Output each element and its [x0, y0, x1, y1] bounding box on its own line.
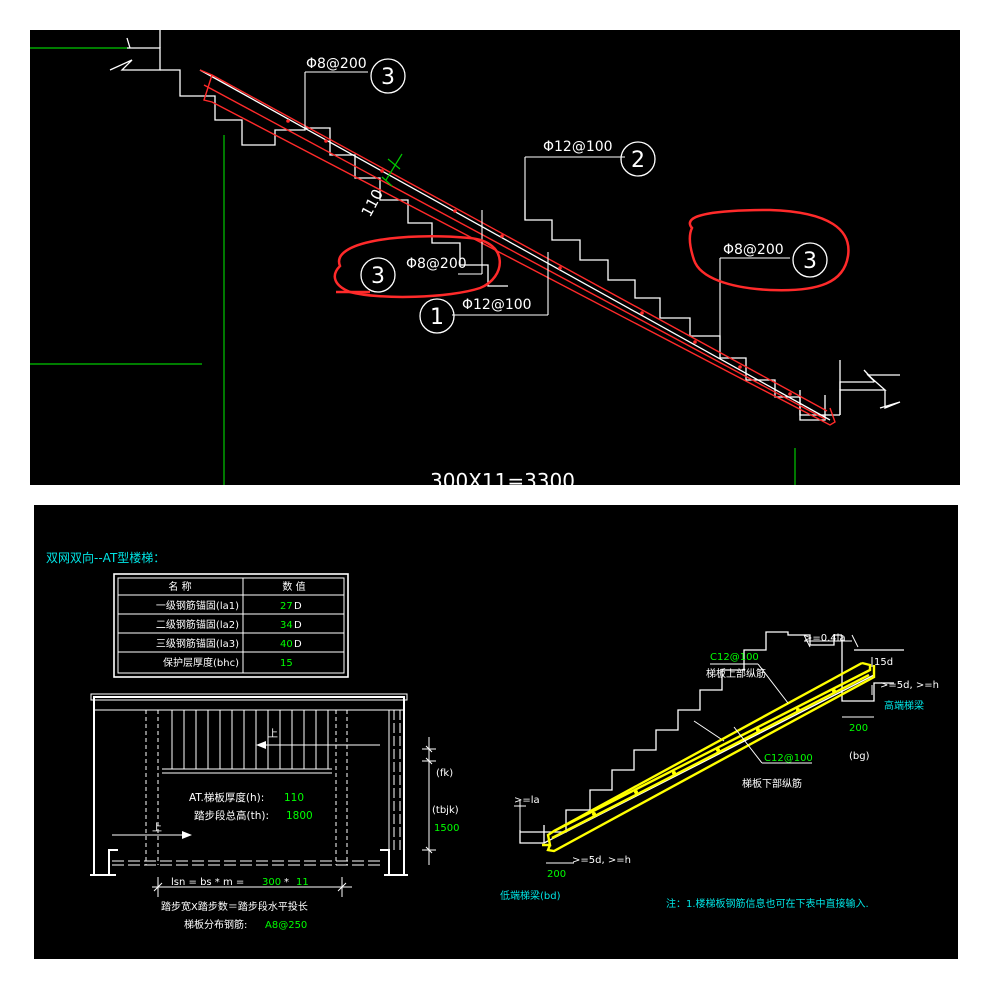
bottom-rebar-spec[interactable]: C12@100	[764, 753, 813, 764]
rebar-dots	[286, 119, 792, 396]
stair-plan-walls	[90, 696, 408, 876]
tbjk-label: (tbjk)	[432, 805, 459, 816]
bg-label: (bg)	[849, 751, 870, 762]
stair-outline	[109, 30, 901, 421]
plan-right-column	[393, 710, 401, 850]
up-label-top: 上	[268, 728, 278, 740]
formula-bs[interactable]: 300	[262, 877, 281, 888]
table-header-value: 数 值	[282, 580, 305, 593]
note-text: 注：1.楼梯板钢筋信息也可在下表中直接输入.	[666, 897, 869, 910]
table-row-unit: D	[294, 601, 302, 612]
stair-plan-lines	[90, 693, 408, 866]
table-row-value[interactable]: 27	[280, 601, 293, 612]
table-row-name: 保护层厚度(bhc)	[163, 656, 239, 669]
anchorage-table	[113, 573, 349, 678]
callout-spec-5: Φ8@200	[723, 242, 784, 258]
callout-num-4: 1	[430, 305, 444, 330]
tbjk-value[interactable]: 1500	[434, 823, 459, 834]
dim-15d: 15d	[874, 657, 893, 668]
top-drawing-panel: 110 3 2 3 1 3 Φ8@200 Φ12@100 Φ8@200 Φ12@…	[30, 30, 960, 485]
dim-04la: >=0.4la	[804, 633, 846, 644]
callout-spec-1: Φ8@200	[306, 56, 367, 72]
at-stair-template: 双网双向--AT型楼梯： 名 称 数 值 一级钢筋锚固(la1) 二级钢筋锚固(…	[46, 550, 939, 931]
formula-m[interactable]: 11	[296, 877, 309, 888]
formula-desc: 踏步宽X踏步数＝踏步段水平投长	[161, 900, 308, 913]
callout-num-1: 3	[381, 65, 395, 90]
up-arrow-top	[256, 741, 266, 749]
bottom-drawing-panel: 双网双向--AT型楼梯： 名 称 数 值 一级钢筋锚固(la1) 二级钢筋锚固(…	[34, 505, 958, 959]
section-dimensions	[514, 634, 874, 864]
red-highlight-marks	[333, 208, 850, 299]
up-label-bottom: 上	[152, 822, 162, 834]
green-axis-lines	[30, 47, 796, 485]
formula-prefix: lsn = bs * m =	[171, 877, 244, 888]
dist-value[interactable]: A8@250	[265, 920, 307, 931]
table-row-name: 一级钢筋锚固(la1)	[156, 599, 239, 612]
table-row-unit: D	[294, 639, 302, 650]
section-yellow-rebar	[542, 661, 876, 853]
callout-num-2: 2	[631, 148, 645, 173]
top-rebar-label: 梯板上部纵筋	[706, 667, 766, 680]
low-beam-label: 低端梯梁(bd)	[500, 889, 561, 902]
callout-spec-4: Φ12@100	[462, 297, 532, 313]
callout-leaders	[304, 71, 790, 340]
slab-reinforcement-red	[199, 69, 836, 426]
table-row-value[interactable]: 40	[280, 639, 293, 650]
span-caption: 300X11=3300	[430, 469, 575, 485]
top-rebar-spec[interactable]: C12@100	[710, 652, 759, 663]
dim-5d-h-bottom: >=5d, >=h	[572, 855, 631, 866]
bottom-rebar-label: 梯板下部纵筋	[742, 777, 802, 790]
dist-label: 梯板分布钢筋:	[184, 918, 247, 931]
table-row-value[interactable]: 15	[280, 658, 293, 669]
table-row-name: 二级钢筋锚固(la2)	[156, 618, 239, 631]
dim-200-high[interactable]: 200	[849, 723, 868, 734]
thickness-label: AT.梯板厚度(h):	[189, 791, 264, 804]
formula-times: *	[284, 877, 289, 888]
callout-circles	[360, 58, 828, 334]
panel-title: 双网双向--AT型楼梯：	[46, 550, 165, 565]
thickness-value[interactable]: 110	[284, 792, 304, 804]
callout-num-3: 3	[371, 264, 385, 289]
table-row-unit: D	[294, 620, 302, 631]
dim-200-low[interactable]: 200	[547, 869, 566, 880]
dim-la: >=la	[514, 795, 540, 806]
table-row-value[interactable]: 34	[280, 620, 293, 631]
top-stair-section: 110 3 2 3 1 3 Φ8@200 Φ12@100 Φ8@200 Φ12@…	[30, 30, 901, 485]
section-leaders	[710, 663, 812, 764]
callout-spec-3: Φ8@200	[406, 256, 467, 272]
dim-5d-h-top: >=5d, >=h	[880, 680, 939, 691]
high-beam-label: 高端梯梁	[884, 699, 924, 712]
height-value[interactable]: 1800	[286, 810, 313, 822]
table-row-name: 三级钢筋锚固(la3)	[156, 637, 239, 650]
thickness-dimension	[381, 153, 403, 187]
plan-horizontal-dimension	[152, 877, 352, 897]
table-header-name: 名 称	[168, 580, 191, 593]
up-arrow-bottom	[182, 831, 192, 839]
tread-lines	[171, 710, 329, 769]
callout-num-5: 3	[803, 249, 817, 274]
callout-spec-2: Φ12@100	[543, 139, 613, 155]
fk-label: (fk)	[436, 768, 453, 779]
section-rebar-dots	[592, 689, 836, 816]
plan-vertical-dimension	[422, 737, 436, 865]
height-label: 踏步段总高(th):	[194, 809, 269, 822]
